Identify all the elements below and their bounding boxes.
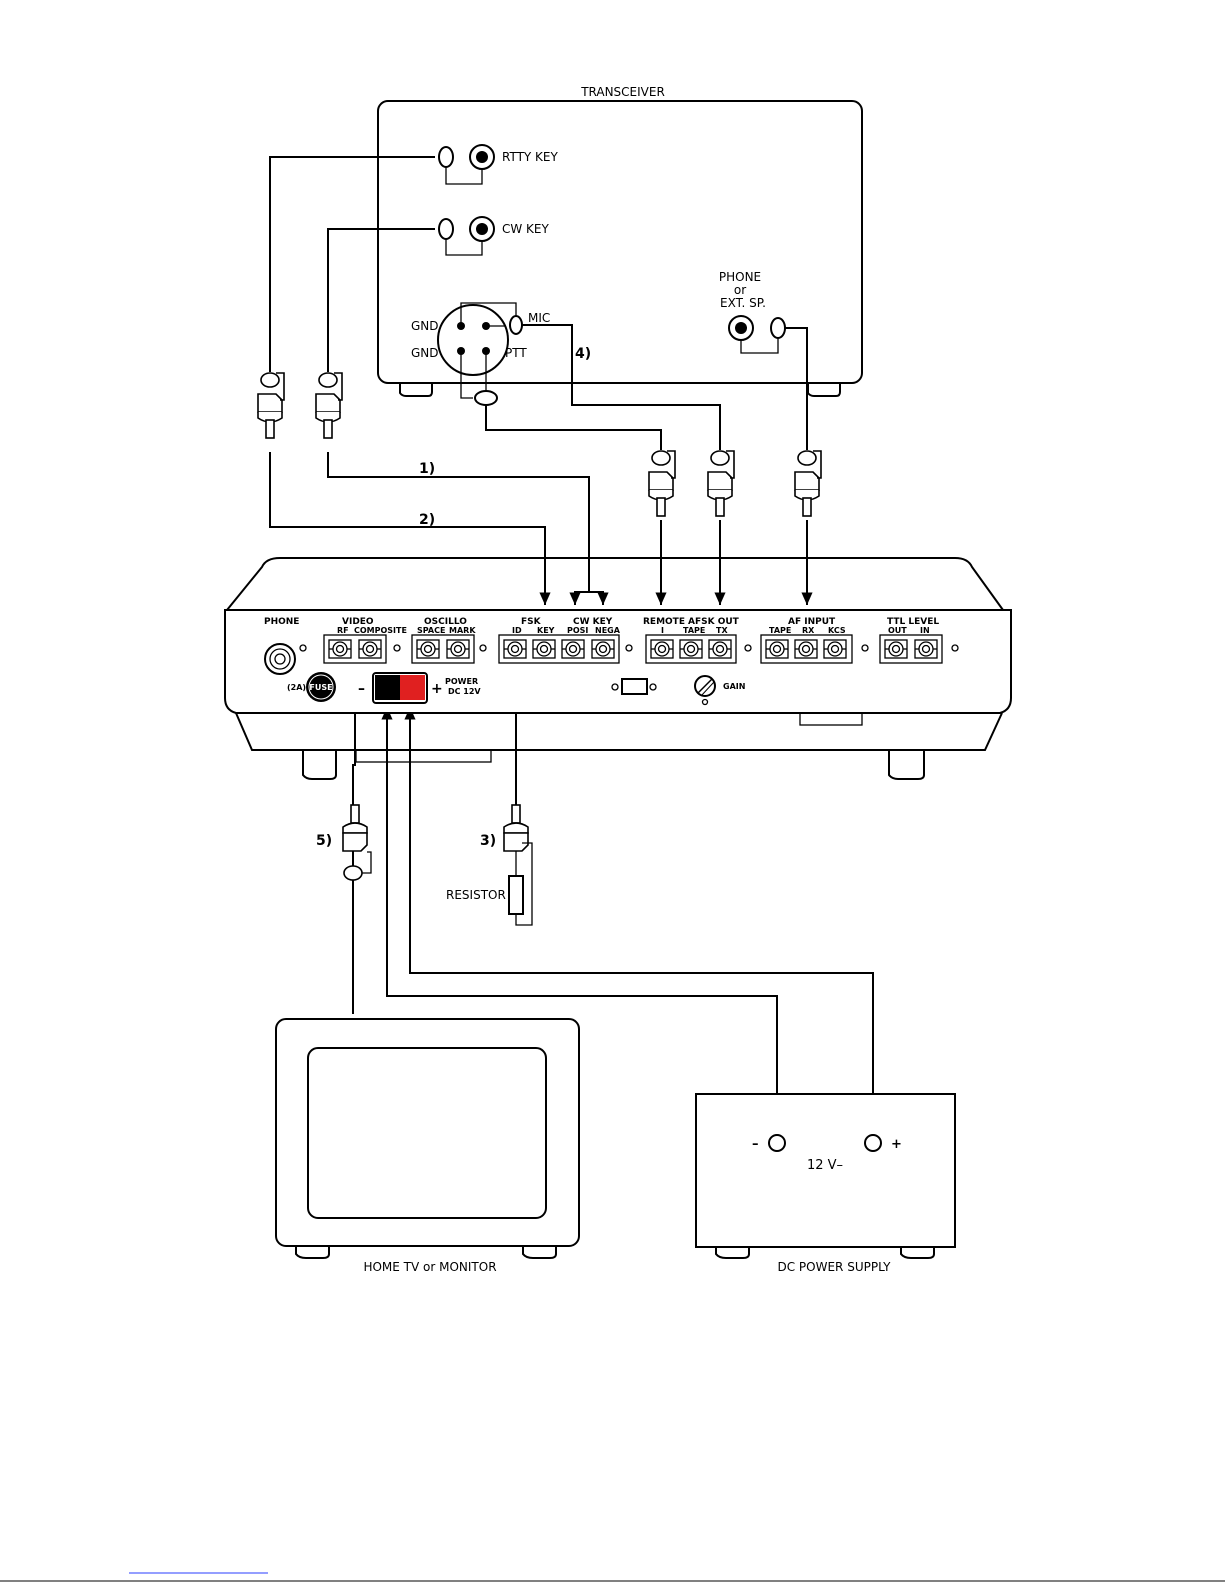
mic-label: MIC: [528, 311, 550, 325]
af-rx-jack: [795, 640, 817, 658]
cw-nega-jack: [592, 640, 614, 658]
transceiver: TRANSCEIVER RTTY KEY CW KEY: [378, 85, 862, 405]
phone-label-line2: or: [734, 283, 746, 297]
af-tape-label: TAPE: [769, 626, 791, 635]
cable-3-label: 3): [480, 833, 496, 849]
cable-5-label: 5): [316, 833, 332, 849]
supply-voltage-label: 12 V–: [807, 1158, 843, 1173]
ttl-in-jack: [915, 640, 937, 658]
power-terminals: [373, 673, 427, 703]
phone-label-line1: PHONE: [719, 270, 761, 284]
af-rx-label: RX: [802, 626, 815, 635]
power-minus-label: –: [358, 681, 365, 697]
cable-4-label: 4): [575, 346, 591, 362]
unit-phone-label: PHONE: [264, 617, 299, 627]
main-unit: PHONE VIDEO RF COMPOSITE OSCILLO SPACE M…: [225, 558, 1011, 779]
ttl-out-label: OUT: [888, 626, 907, 635]
video-rf-jack: [329, 640, 351, 658]
gain-label: GAIN: [723, 682, 745, 691]
cable-1-label: 1): [419, 461, 435, 477]
cw-key-plug: [316, 373, 342, 438]
fuse-holder: FUSE: [306, 672, 336, 702]
power-supply-label: DC POWER SUPPLY: [777, 1260, 891, 1274]
oscillo-mark-jack: [447, 640, 469, 658]
video-composite-jack: [359, 640, 381, 658]
cable-2-label: 2): [419, 512, 435, 528]
power-label-line2: DC 12V: [448, 687, 481, 696]
cw-nega-label: NEGA: [595, 626, 621, 635]
resistor-label: RESISTOR: [446, 888, 506, 902]
monitor-label: HOME TV or MONITOR: [363, 1260, 496, 1274]
fuse-rating-label: (2A): [287, 683, 306, 692]
ttl-in-label: IN: [920, 626, 930, 635]
ttl-out-jack: [885, 640, 907, 658]
supply-negative-terminal: [769, 1135, 785, 1151]
af-tape-jack: [766, 640, 788, 658]
cw-posi-jack: [562, 640, 584, 658]
remote-plug: [649, 451, 675, 516]
afsk-out-plug: [708, 451, 734, 516]
video-rf-label: RF: [337, 626, 349, 635]
fsk-key-jack: [533, 640, 555, 658]
ptt-label: PTT: [505, 346, 527, 360]
supply-positive-terminal: [865, 1135, 881, 1151]
negative-terminal: [375, 675, 400, 700]
remote-label: REMOTE: [643, 617, 685, 627]
fuse-label: FUSE: [309, 683, 332, 692]
af-input-plug: [795, 451, 821, 516]
rtty-key-label: RTTY KEY: [502, 150, 559, 164]
remote-jack: [651, 640, 673, 658]
remote-sub-label: I: [661, 626, 664, 635]
dc-power-supply: – + 12 V– DC POWER SUPPLY: [696, 1094, 955, 1274]
cw-posi-label: POSI: [567, 626, 588, 635]
phone-label-line3: EXT. SP.: [720, 296, 766, 310]
oscillo-space-jack: [417, 640, 439, 658]
gnd-top-label: GND: [411, 319, 439, 333]
af-kcs-jack: [824, 640, 846, 658]
transceiver-title: TRANSCEIVER: [580, 85, 665, 99]
oscillo-mark-label: MARK: [449, 626, 476, 635]
unit-phone-jack: [265, 644, 295, 674]
tv-monitor: HOME TV or MONITOR: [276, 1019, 579, 1274]
resistor: RESISTOR: [446, 843, 532, 925]
afsk-tx-label: TX: [716, 626, 728, 635]
afsk-tape-label: TAPE: [683, 626, 705, 635]
fsk-id-plug: [504, 805, 528, 851]
supply-plus-label: +: [891, 1137, 902, 1152]
fsk-id-label: ID: [512, 626, 522, 635]
video-composite-label: COMPOSITE: [354, 626, 407, 635]
rtty-key-plug: [258, 373, 284, 438]
supply-minus-label: –: [752, 1137, 759, 1152]
afsk-tape-jack: [680, 640, 702, 658]
oscillo-space-label: SPACE: [417, 626, 445, 635]
video-plug: [343, 805, 371, 880]
cw-key-label: CW KEY: [502, 222, 550, 236]
afsk-tx-jack: [709, 640, 731, 658]
fsk-id-jack: [504, 640, 526, 658]
fsk-key-label: KEY: [537, 626, 555, 635]
power-plus-label: +: [431, 681, 443, 697]
gnd-bottom-label: GND: [411, 346, 439, 360]
af-kcs-label: KCS: [828, 626, 846, 635]
power-label-line1: POWER: [445, 677, 478, 686]
positive-terminal: [400, 675, 425, 700]
